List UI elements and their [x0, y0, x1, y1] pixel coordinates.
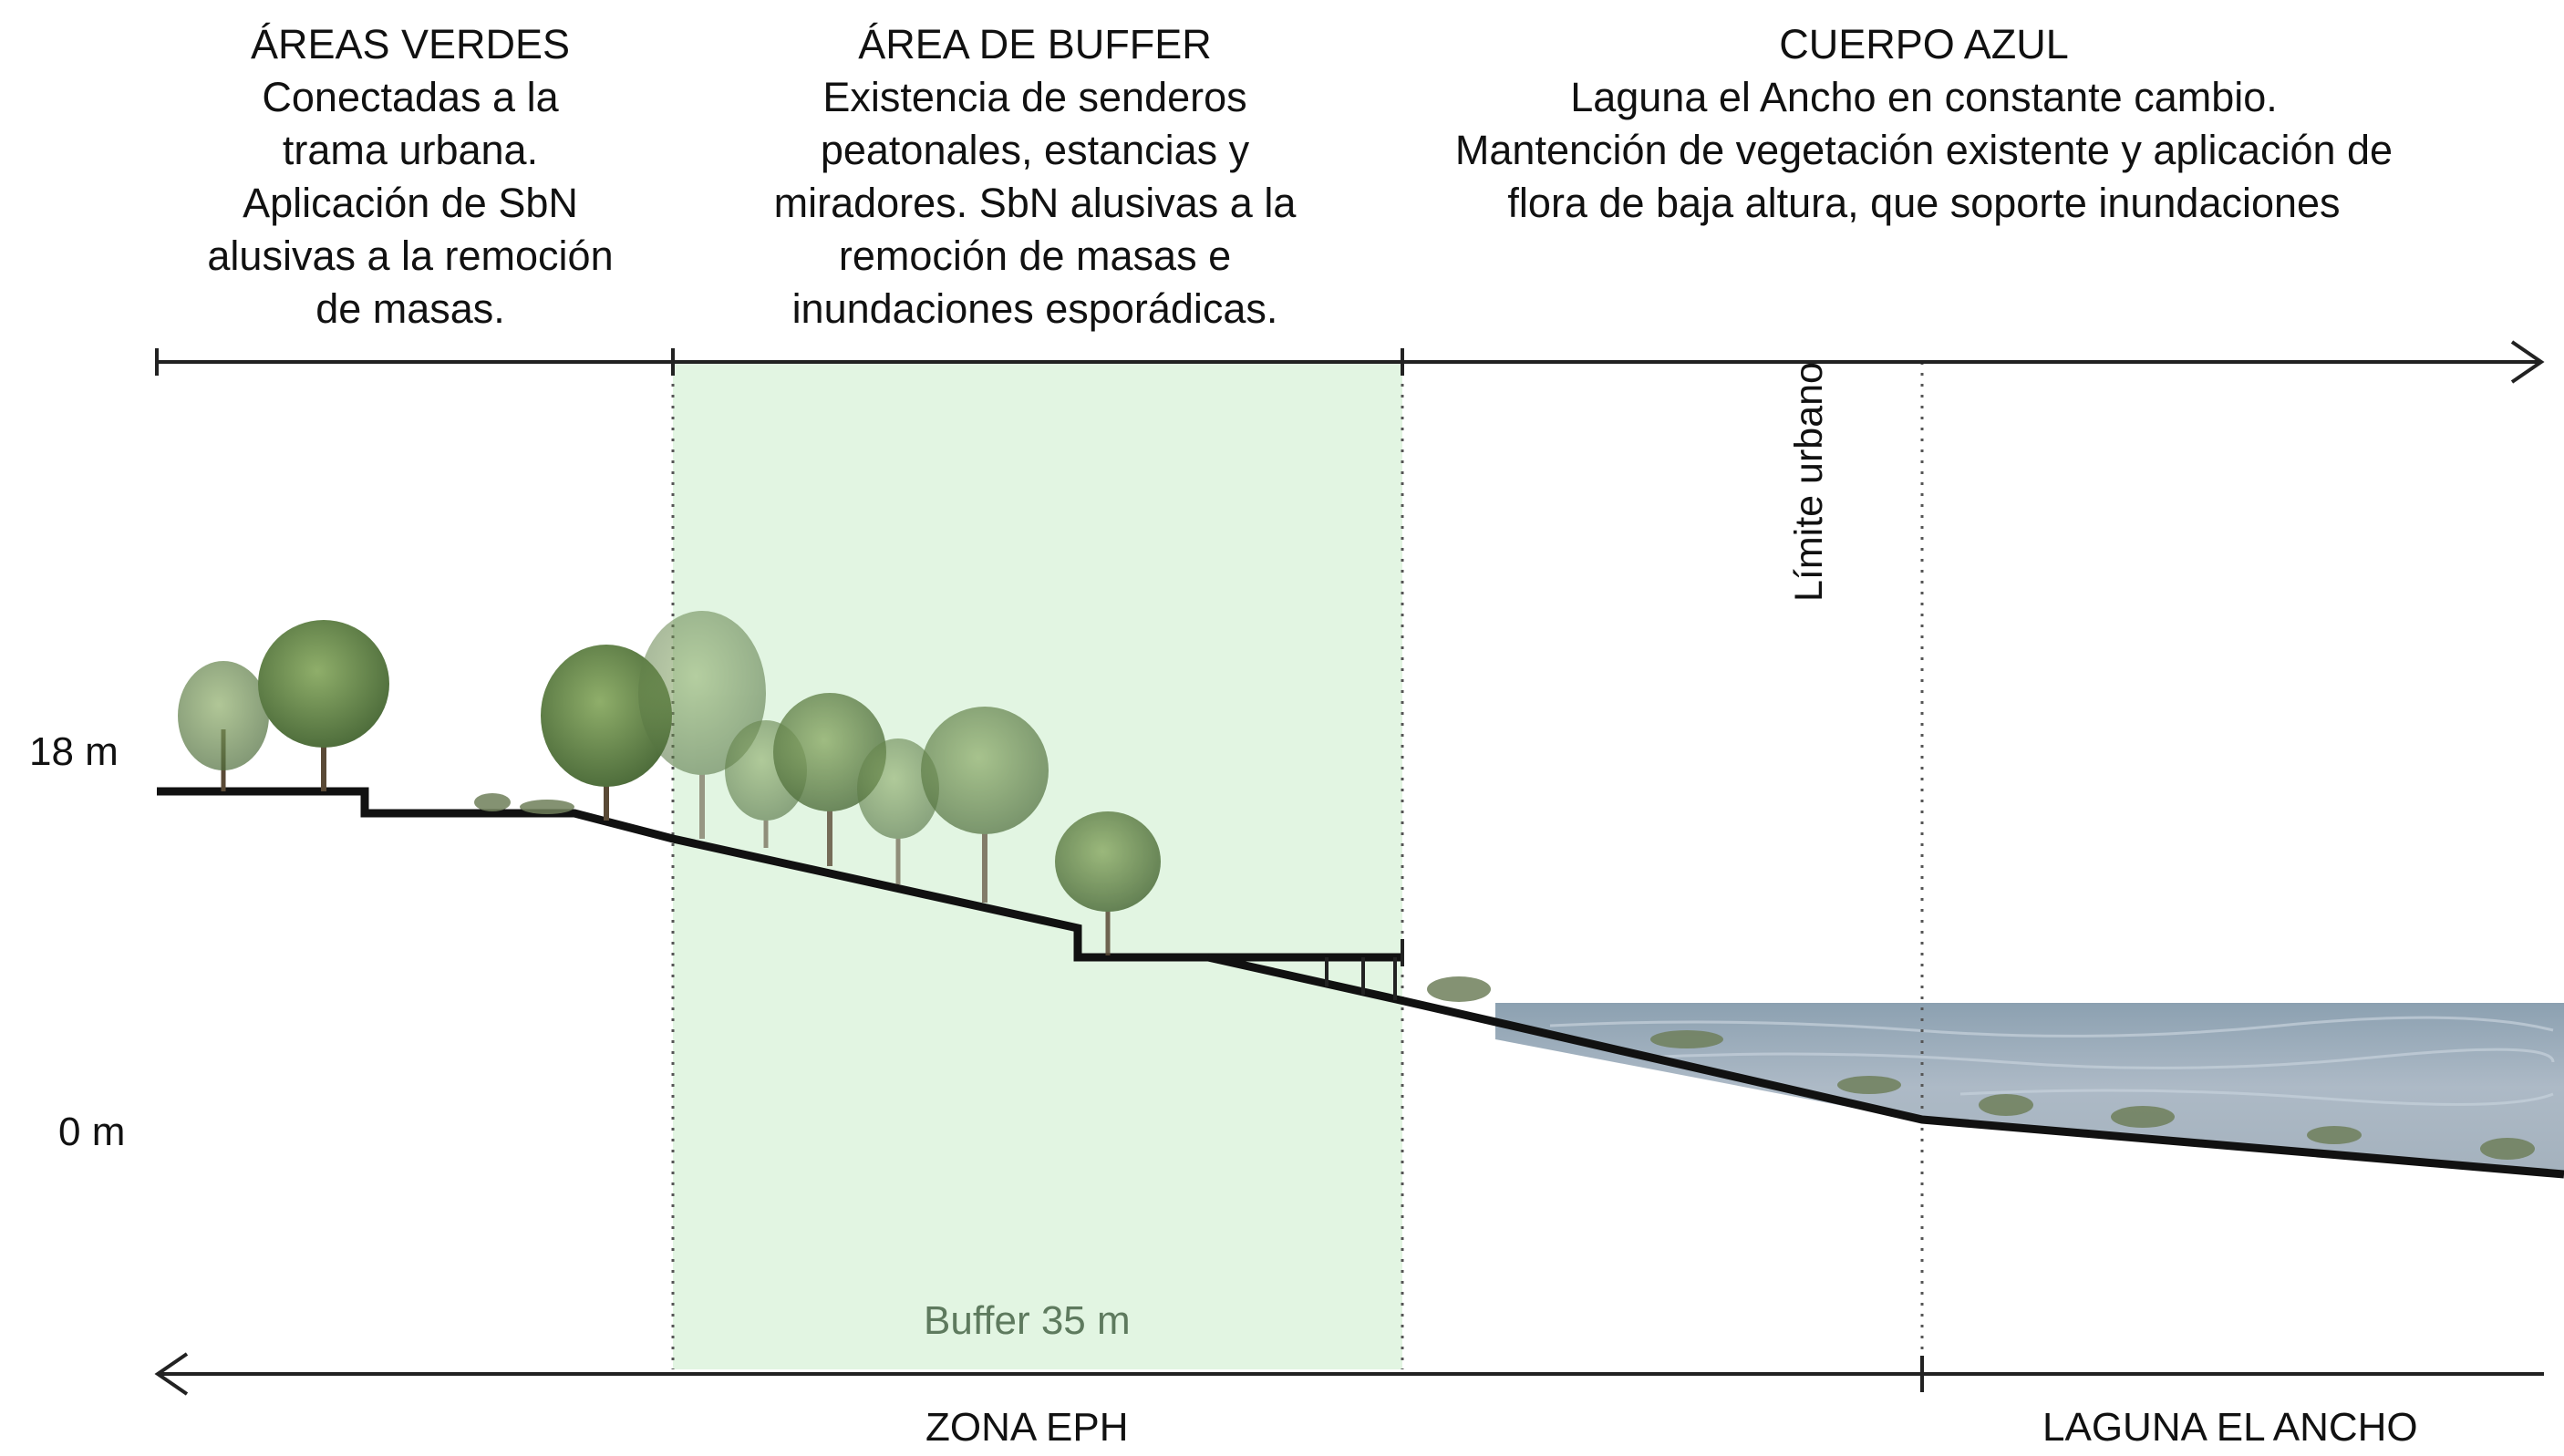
- tree: [638, 611, 766, 839]
- bottom-axis-arrow: [154, 1352, 2544, 1396]
- deck-posts: [1325, 939, 1404, 1000]
- laguna-label: LAGUNA EL ANCHO: [2042, 1405, 2418, 1450]
- section-line: alusivas a la remoción: [207, 232, 614, 279]
- section-cuerpo-azul: CUERPO AZUL Laguna el Ancho en constante…: [1377, 18, 2471, 230]
- section-line: miradores. SbN alusivas a la: [773, 180, 1297, 226]
- water-body: [1495, 1003, 2564, 1172]
- tree-cluster: [178, 611, 1161, 955]
- shrub: [2480, 1138, 2535, 1160]
- urban-limit-label: Límite urbano: [1787, 362, 1831, 602]
- section-line: inundaciones esporádicas.: [791, 285, 1278, 332]
- section-line: Existencia de senderos: [822, 74, 1247, 120]
- slope-below-deck: [1207, 953, 2564, 1179]
- section-line: Aplicación de SbN: [243, 180, 578, 226]
- section-line: flora de baja altura, que soporte inunda…: [1507, 180, 2341, 226]
- section-areas-verdes: ÁREAS VERDES Conectadas a la trama urban…: [137, 18, 684, 336]
- shrub: [520, 800, 574, 814]
- elevation-low-label: 0 m: [58, 1110, 126, 1154]
- tree: [258, 620, 389, 791]
- section-line: Conectadas a la: [262, 74, 559, 120]
- shrub-cluster: [474, 793, 2535, 1160]
- shrub: [2111, 1106, 2175, 1128]
- shrub: [2307, 1126, 2362, 1144]
- section-line: peatonales, estancias y: [820, 127, 1250, 173]
- shrub: [1650, 1030, 1723, 1048]
- section-title: ÁREA DE BUFFER: [858, 21, 1212, 67]
- buffer-width-label: Buffer 35 m: [924, 1298, 1131, 1343]
- tree: [178, 661, 269, 791]
- section-line: Laguna el Ancho en constante cambio.: [1570, 74, 2278, 120]
- shrub: [1837, 1076, 1901, 1094]
- section-line: Mantención de vegetación existente y apl…: [1454, 127, 2393, 173]
- tree: [921, 707, 1049, 903]
- zona-eph-label: ZONA EPH: [925, 1405, 1129, 1450]
- section-title: ÁREAS VERDES: [250, 21, 571, 67]
- ground-profile: [157, 787, 1404, 962]
- elevation-high-label: 18 m: [29, 729, 119, 774]
- section-line: de masas.: [315, 285, 505, 332]
- section-area-buffer: ÁREA DE BUFFER Existencia de senderos pe…: [716, 18, 1354, 336]
- shrub: [474, 793, 511, 811]
- section-title: CUERPO AZUL: [1779, 21, 2069, 67]
- section-line: trama urbana.: [282, 127, 539, 173]
- tree: [857, 738, 939, 884]
- shrub: [1979, 1094, 2033, 1116]
- shrub: [1427, 976, 1491, 1002]
- section-line: remoción de masas e: [838, 232, 1232, 279]
- top-axis-arrow: [155, 340, 2545, 384]
- tree: [1055, 811, 1161, 955]
- water-ripples: [1549, 1016, 2555, 1106]
